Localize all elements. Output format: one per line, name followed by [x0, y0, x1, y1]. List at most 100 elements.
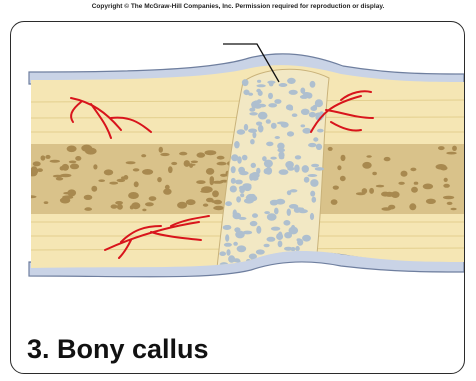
- trabecula: [197, 152, 206, 157]
- trabecula: [98, 179, 105, 182]
- callus-cell: [268, 103, 277, 107]
- callus-cell: [234, 141, 240, 148]
- callus-cell: [269, 81, 274, 87]
- trabecula: [104, 169, 113, 175]
- callus-cell: [240, 193, 244, 197]
- callus-cell: [249, 112, 258, 115]
- callus-cell: [289, 107, 294, 110]
- callus-cell: [267, 213, 277, 220]
- callus-cell: [270, 157, 276, 160]
- trabecula: [25, 195, 37, 198]
- trabecula: [451, 208, 457, 211]
- trabecula: [60, 197, 70, 203]
- callus-cell: [310, 81, 316, 88]
- figure-caption: 3. Bony callus: [27, 334, 209, 365]
- callus-cell: [295, 155, 301, 159]
- callus-cell: [258, 125, 264, 133]
- callus-cell: [275, 136, 280, 139]
- trabecula: [333, 186, 339, 190]
- callus-cell: [242, 79, 249, 86]
- callus-cell: [231, 166, 236, 173]
- trabecula: [184, 160, 190, 167]
- callus-cell: [230, 186, 237, 193]
- trabecula: [211, 200, 219, 203]
- trabecula: [131, 202, 140, 209]
- callus-cell: [219, 251, 226, 256]
- trabecula: [15, 161, 20, 165]
- callus-cell: [302, 128, 311, 134]
- trabecula: [84, 207, 92, 211]
- callus-cell: [309, 112, 316, 118]
- trabecula: [206, 168, 214, 175]
- trabecula: [163, 188, 171, 194]
- trabecula: [11, 207, 17, 211]
- trabecula: [401, 171, 408, 177]
- trabecula: [411, 187, 418, 193]
- callus-cell: [287, 78, 296, 84]
- trabecula: [177, 202, 187, 209]
- callus-cell: [270, 201, 278, 205]
- trabecula: [212, 190, 219, 197]
- callus-cell: [256, 249, 265, 254]
- callus-cell: [226, 249, 230, 256]
- trabecula: [436, 164, 447, 170]
- trabecula: [31, 166, 38, 173]
- callus-cell: [277, 148, 285, 152]
- trabecula: [44, 201, 49, 204]
- callus-cell: [238, 217, 246, 220]
- copyright-notice: Copyright © The McGraw-Hill Companies, I…: [0, 3, 476, 10]
- trabecula: [186, 199, 196, 205]
- callus-cell: [301, 124, 306, 127]
- callus-cell: [239, 186, 245, 190]
- trabecula: [443, 184, 450, 188]
- trabecula: [179, 152, 187, 156]
- callus-cell: [252, 176, 259, 180]
- trabecula: [159, 147, 163, 153]
- trabecula: [341, 155, 346, 161]
- callus-cell: [291, 225, 295, 231]
- trabecula: [210, 179, 214, 185]
- callus-cell: [235, 231, 245, 239]
- callus-cell: [235, 180, 243, 185]
- callus-cell: [313, 137, 318, 141]
- trabecula: [191, 161, 198, 164]
- callus-cell: [276, 233, 283, 240]
- trabecula: [69, 161, 77, 164]
- trabecula: [220, 174, 227, 177]
- trabecula: [205, 150, 217, 155]
- trabecula: [446, 152, 457, 155]
- trabecula: [423, 184, 433, 190]
- trabecula: [149, 196, 157, 201]
- callus-cell: [284, 247, 293, 251]
- trabecula: [109, 182, 118, 185]
- callus-cell: [304, 177, 310, 183]
- callus-cell: [312, 197, 317, 203]
- callus-cell: [295, 246, 299, 251]
- callus-cell: [271, 123, 277, 129]
- trabecula: [93, 164, 97, 169]
- callus-cell: [267, 237, 276, 242]
- callus-cell: [278, 241, 283, 248]
- trabecula: [56, 177, 63, 180]
- callus-cell: [294, 165, 300, 173]
- callus-cell: [302, 235, 311, 242]
- trabecula: [384, 157, 391, 161]
- trabecula: [444, 178, 448, 182]
- trabecula: [337, 165, 341, 170]
- callus-cell: [297, 238, 302, 241]
- callus-cell: [310, 191, 315, 197]
- callus-cell: [225, 201, 232, 206]
- trabecula: [84, 195, 93, 200]
- trabecula: [196, 180, 205, 184]
- bone-illustration: [11, 22, 464, 373]
- callus-cell: [237, 129, 246, 134]
- trabecula: [142, 209, 146, 212]
- callus-cell: [236, 196, 241, 202]
- callus-cell: [285, 161, 294, 169]
- callus-cell: [266, 142, 273, 147]
- trabecula: [133, 168, 140, 171]
- trabecula: [33, 161, 41, 166]
- trabecula: [452, 146, 457, 151]
- callus-cell: [271, 227, 280, 231]
- trabecula: [62, 164, 69, 171]
